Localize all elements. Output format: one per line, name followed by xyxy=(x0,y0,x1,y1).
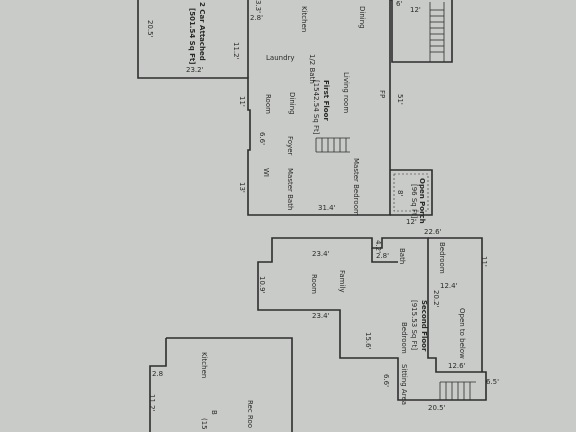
dimension: 6.5' xyxy=(486,378,500,386)
dimension: 13' xyxy=(238,182,246,193)
stair-box xyxy=(390,0,453,63)
room-label: Foyer xyxy=(286,136,294,156)
dimension: 11.2' xyxy=(148,394,156,412)
porch-hatch xyxy=(393,173,429,212)
dimension: 12.6' xyxy=(448,362,466,370)
third-area-outline xyxy=(149,337,293,432)
dimension: 10.9' xyxy=(258,276,266,294)
room-label: Bedroom xyxy=(438,242,446,274)
room-label: Room xyxy=(310,274,318,294)
dimension: 2.8' xyxy=(376,252,390,260)
room-label: Sitting Area xyxy=(400,364,408,406)
dimension: 15.6' xyxy=(364,332,372,350)
first-floor-outline xyxy=(137,0,391,216)
room-label: Open to below xyxy=(458,308,466,359)
room-label: Bath xyxy=(398,248,406,265)
dimension: 22.6' xyxy=(424,228,442,236)
room-label: Master Bedroom xyxy=(352,158,360,216)
room-label: Kitchen xyxy=(300,6,308,33)
dimension: 12' xyxy=(406,218,417,226)
dimension: 11' xyxy=(480,256,488,267)
dimension: 20.2' xyxy=(432,290,440,308)
room-label: Laundry xyxy=(266,54,295,62)
room-label: Master Bath xyxy=(286,168,294,211)
dimension: 51' xyxy=(396,94,404,105)
second-floor-area: [915.53 Sq Ft] xyxy=(410,300,418,351)
porch-title: Open Porch xyxy=(418,178,426,224)
room-label: B xyxy=(210,410,218,415)
room-label: (15 xyxy=(200,418,208,430)
dimension: 23.4' xyxy=(312,250,330,258)
dimension: 23.2' xyxy=(186,66,204,74)
dimension: 31.4' xyxy=(318,204,336,212)
dimension: 3.3' xyxy=(254,0,262,14)
room-label: Living room xyxy=(342,72,350,114)
dimension: 8' xyxy=(396,190,404,197)
stairs xyxy=(315,2,476,400)
porch-area: [96 Sq Ft] xyxy=(410,184,418,219)
room-label: WI xyxy=(262,168,270,177)
room-label: Dining xyxy=(288,92,296,115)
room-label: Room xyxy=(264,94,272,114)
room-label: Family xyxy=(338,270,346,293)
dimension: 2.8 xyxy=(152,370,164,378)
dimension: 23.4' xyxy=(312,312,330,320)
dimension: 6.6' xyxy=(258,132,266,146)
room-label: Bedroom xyxy=(400,322,408,354)
porch-box xyxy=(390,169,433,216)
dimension: 12' xyxy=(410,6,421,14)
room-label: Rec Roo xyxy=(246,400,254,429)
room-label: Dining xyxy=(358,6,366,29)
second-floor-inner xyxy=(371,248,398,263)
dimension: 12.4' xyxy=(440,282,458,290)
dimension: 11.2' xyxy=(232,42,240,60)
dimension: 6.6' xyxy=(382,374,390,388)
first-floor-area: [1542.54 Sq Ft] xyxy=(312,80,320,135)
room-label: FP xyxy=(378,90,386,99)
garage-area: [501.54 Sq Ft] xyxy=(188,8,196,65)
dimension: 6' xyxy=(396,0,403,8)
dimension: 20.5' xyxy=(428,404,446,412)
dimension: 11' xyxy=(238,96,246,107)
bedroom-wall xyxy=(428,237,483,372)
first-floor-title: First Floor xyxy=(322,80,330,121)
second-floor-title: Second Floor xyxy=(420,300,428,352)
dimension: 2.8' xyxy=(250,14,264,22)
room-label: Kitchen xyxy=(200,352,208,379)
dimension: 20.5' xyxy=(146,20,154,38)
second-floor-outline xyxy=(257,237,487,401)
garage-title: 2 Car Attached xyxy=(198,2,206,61)
